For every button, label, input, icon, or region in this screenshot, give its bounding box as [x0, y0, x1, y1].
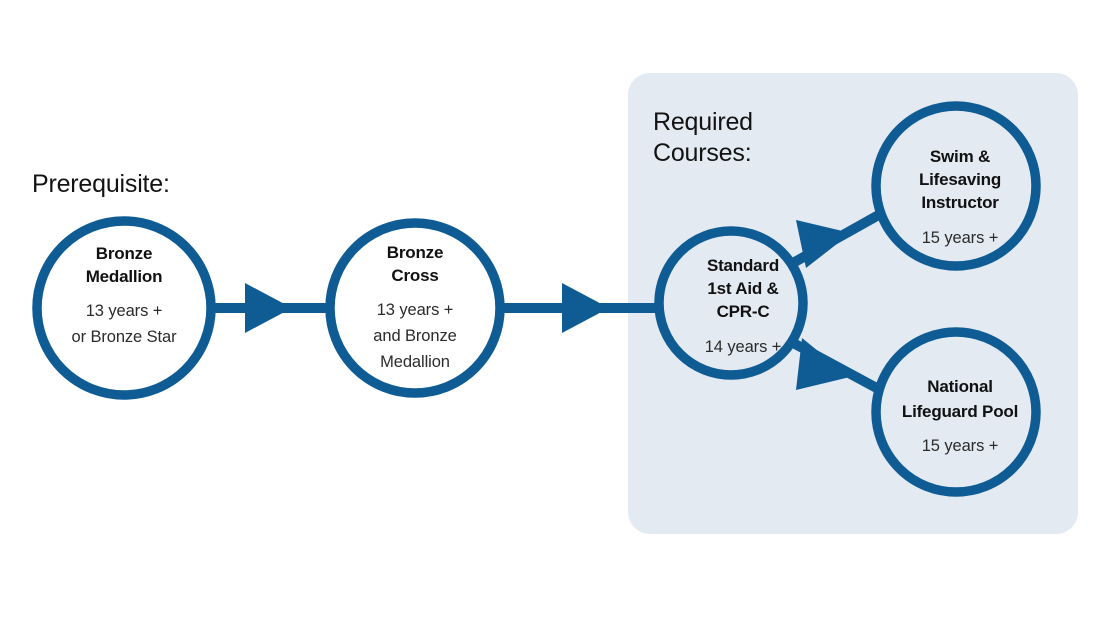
- node-title-line: National: [927, 377, 992, 396]
- node-subtitle-line: and Bronze: [373, 327, 456, 345]
- node-national-lifeguard-pool[interactable]: National Lifeguard Pool 15 years +: [871, 327, 1041, 497]
- node-subtitle-line: 13 years +: [86, 302, 163, 320]
- node-title-line: Bronze: [96, 244, 152, 263]
- node-subtitle-line: Medallion: [380, 353, 450, 371]
- connector-standard-to-instructor: [781, 207, 887, 273]
- node-bronze-cross[interactable]: Bronze Cross 13 years + and Bronze Medal…: [325, 218, 505, 398]
- node-title-line: Cross: [391, 266, 438, 285]
- connector-cross-to-standard: [500, 283, 662, 333]
- node-title-line: CPR-C: [717, 302, 770, 321]
- node-circle-outline: [654, 226, 808, 380]
- node-circle-outline: [871, 101, 1041, 271]
- arrow-head-icon: [796, 220, 851, 268]
- node-subtitle-line: or Bronze Star: [72, 328, 178, 346]
- node-subtitle-line: 13 years +: [377, 301, 454, 319]
- node-title-line: 1st Aid &: [707, 279, 778, 298]
- prerequisite-label: Prerequisite:: [32, 170, 170, 198]
- node-title-line: Bronze: [387, 243, 443, 262]
- node-title-line: Swim &: [930, 147, 990, 166]
- node-bronze-medallion[interactable]: Bronze Medallion 13 years + or Bronze St…: [32, 216, 216, 400]
- arrow-head-icon: [796, 338, 850, 390]
- required-courses-label-line1: Required: [653, 108, 753, 136]
- arrow-head-icon: [245, 283, 292, 333]
- node-title-line: Medallion: [86, 267, 163, 286]
- node-circle-outline: [325, 218, 505, 398]
- required-courses-label-line2: Courses:: [653, 139, 751, 167]
- arrow-head-icon: [562, 283, 609, 333]
- node-title-line: Standard: [707, 256, 779, 275]
- node-swim-lifesaving-instructor[interactable]: Swim & Lifesaving Instructor 15 years +: [871, 101, 1041, 271]
- node-circle-outline: [32, 216, 216, 400]
- connector-standard-to-lifeguard: [781, 333, 887, 397]
- node-circle-outline: [871, 327, 1041, 497]
- connector-medallion-to-cross: [211, 283, 330, 333]
- node-title-line: Lifesaving: [919, 170, 1001, 189]
- node-title-line: Instructor: [921, 193, 999, 212]
- node-standard-first-aid-cpr-c[interactable]: Standard 1st Aid & CPR-C 14 years +: [654, 226, 808, 380]
- node-subtitle-line: 14 years +: [705, 338, 782, 356]
- node-title-line: Lifeguard Pool: [902, 402, 1018, 421]
- node-subtitle-line: 15 years +: [922, 229, 999, 247]
- node-subtitle-line: 15 years +: [922, 437, 999, 455]
